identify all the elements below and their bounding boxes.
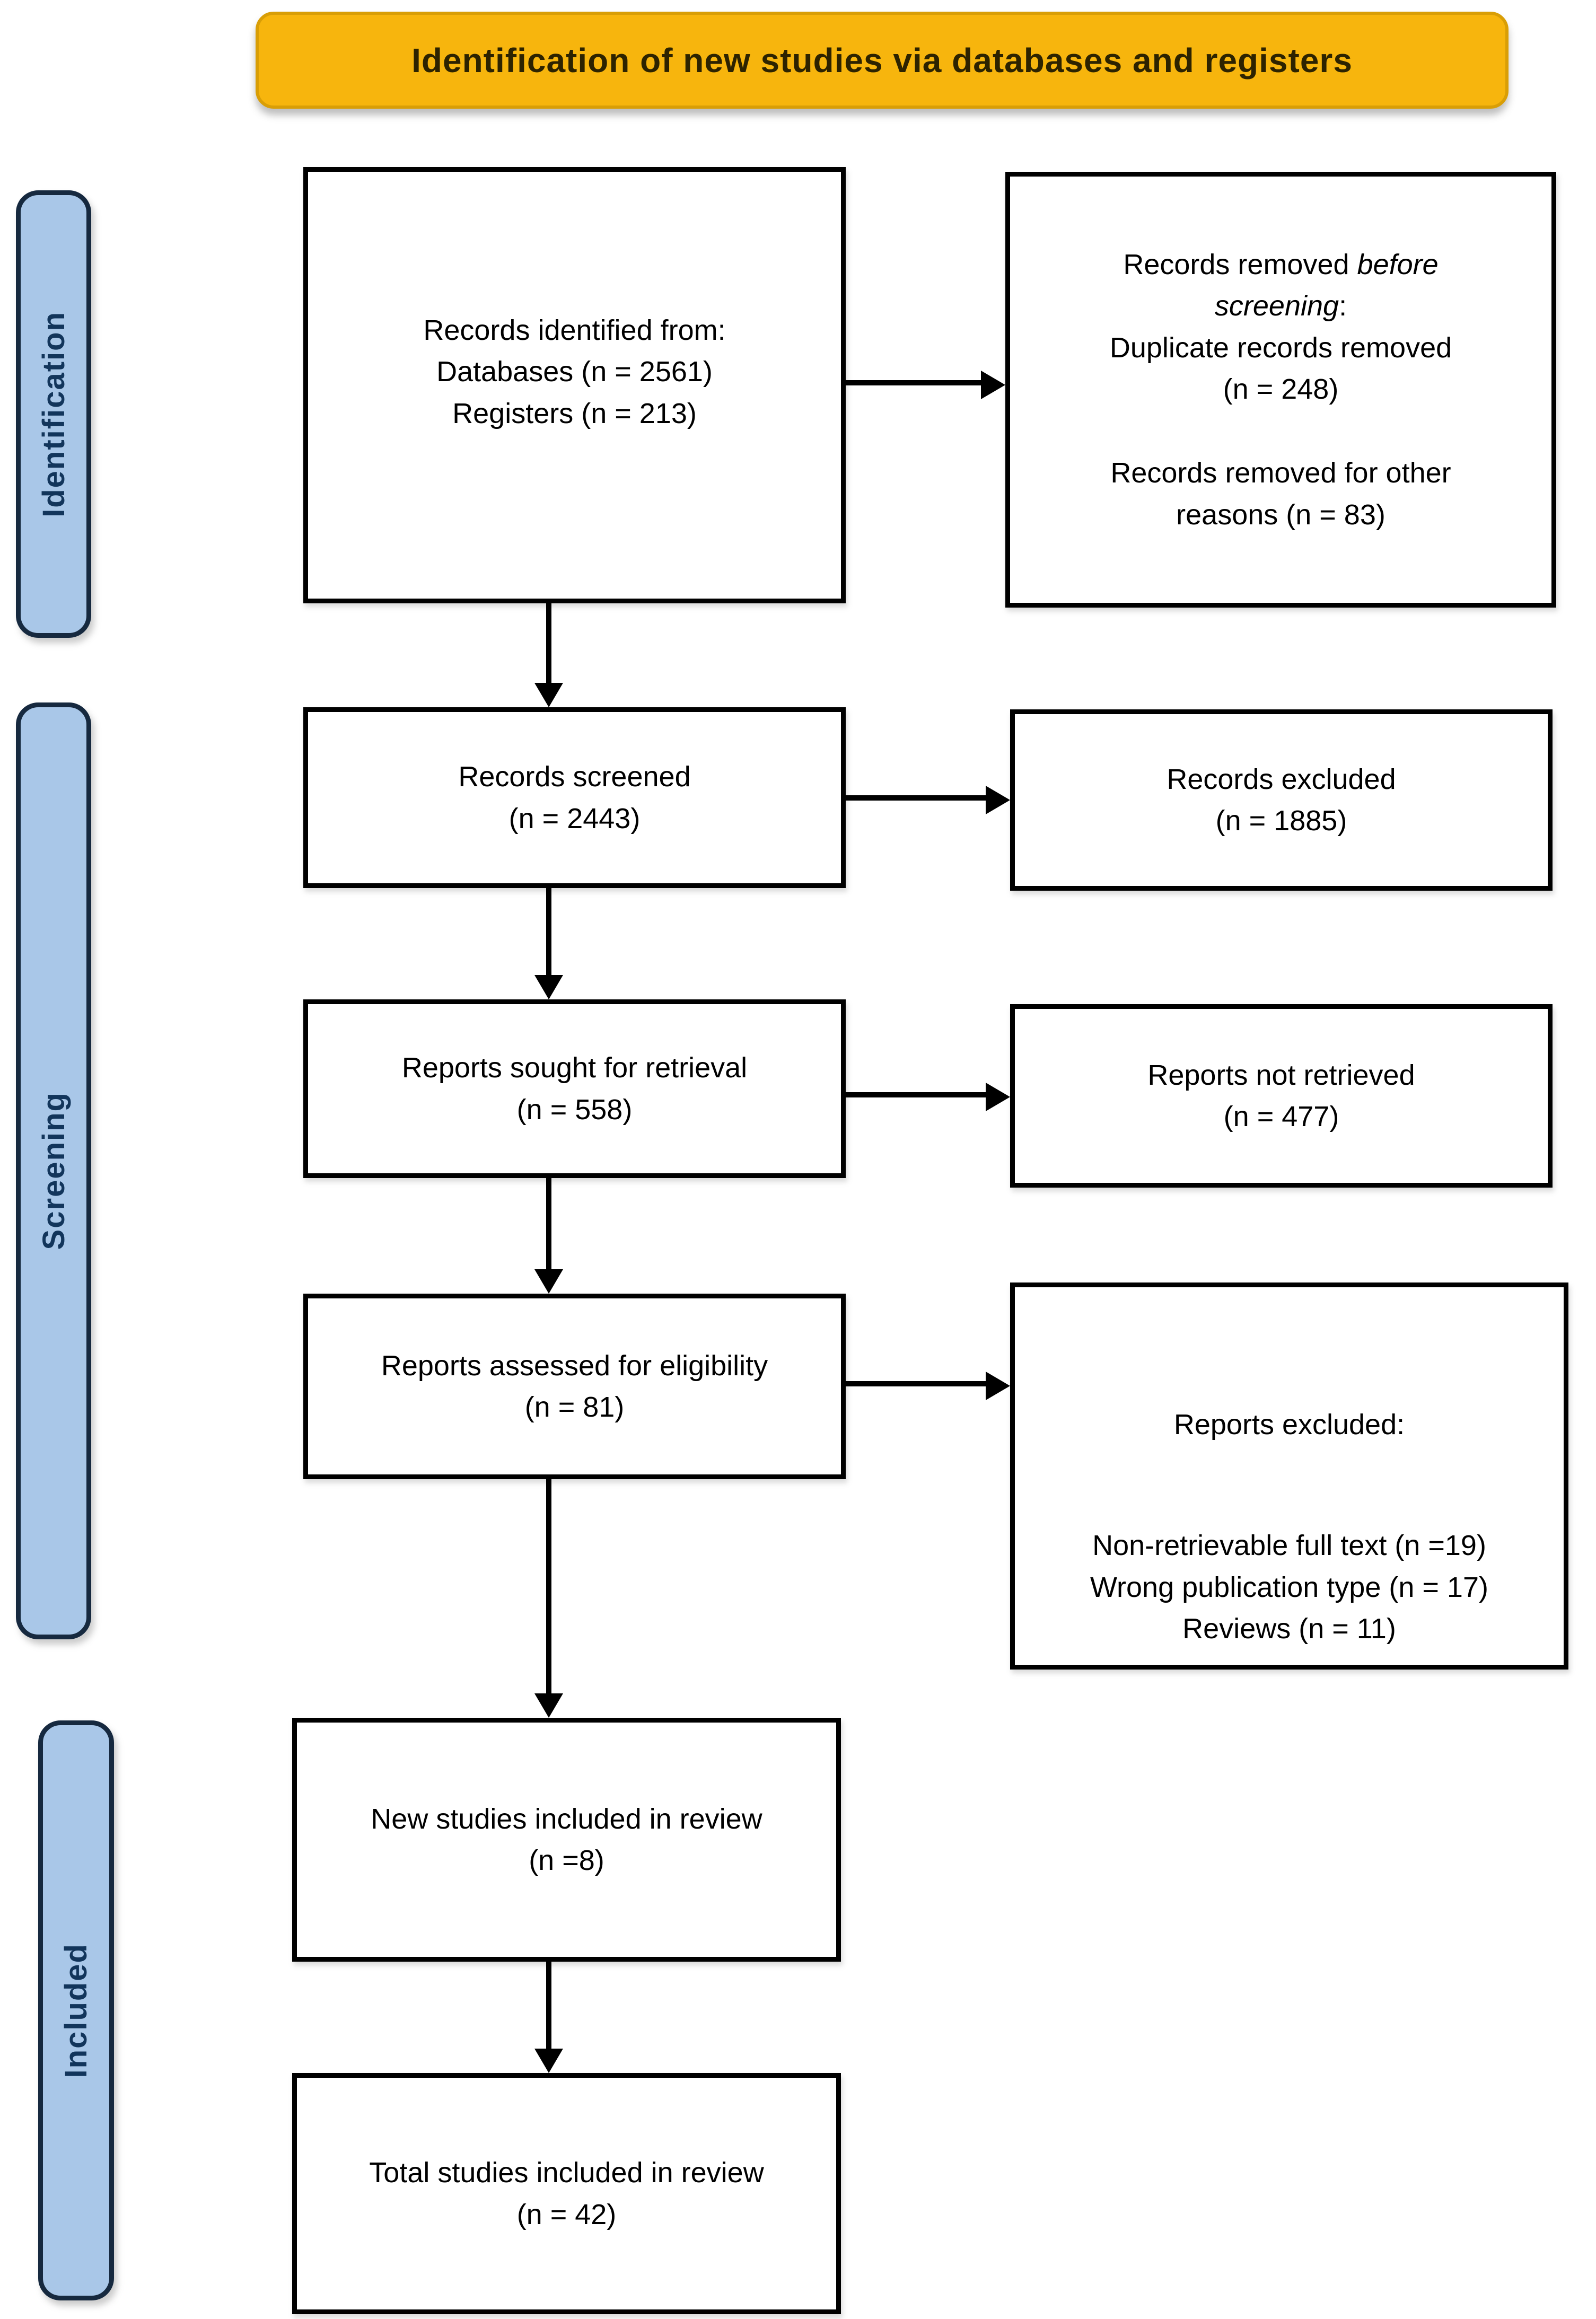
records-removed-line5: Records removed for other bbox=[1110, 457, 1451, 489]
arrow-down-3-head-icon bbox=[534, 1269, 563, 1294]
box-records-screened: Records screened (n = 2443) bbox=[303, 707, 846, 888]
stage-bar-screening: Screening bbox=[16, 702, 91, 1639]
records-removed-line2: screening: bbox=[1214, 290, 1347, 322]
reports-sought-line2: (n = 558) bbox=[516, 1093, 633, 1126]
records-removed-italic-before: before bbox=[1357, 249, 1439, 281]
new-studies-line1: New studies included in review bbox=[371, 1803, 762, 1835]
records-removed-line6: reasons (n = 83) bbox=[1176, 498, 1385, 531]
arrow-right-2-line bbox=[846, 795, 986, 801]
reports-sought-line1: Reports sought for retrieval bbox=[401, 1052, 748, 1084]
box-total-studies: Total studies included in review (n = 42… bbox=[292, 2073, 841, 2314]
records-removed-line1: Records removed before bbox=[1123, 249, 1439, 281]
total-studies-line1: Total studies included in review bbox=[369, 2157, 764, 2189]
box-records-excluded: Records excluded (n = 1885) bbox=[1010, 709, 1553, 891]
records-identified-line2: Databases (n = 2561) bbox=[436, 356, 713, 388]
arrow-right-3-head-icon bbox=[986, 1083, 1010, 1111]
arrow-right-4-head-icon bbox=[986, 1372, 1010, 1400]
reports-assessed-line1: Reports assessed for eligibility bbox=[381, 1349, 768, 1382]
arrow-down-2-head-icon bbox=[534, 975, 563, 999]
records-excluded-line1: Records excluded bbox=[1167, 763, 1396, 795]
records-removed-line3: Duplicate records removed bbox=[1109, 331, 1452, 364]
page-title: Identification of new studies via databa… bbox=[411, 41, 1353, 80]
arrow-down-3-line bbox=[546, 1178, 551, 1269]
box-reports-excluded: Reports excluded: Non-retrievable full t… bbox=[1010, 1283, 1568, 1670]
stage-bar-included: Included bbox=[38, 1720, 114, 2300]
box-new-studies: New studies included in review (n =8) bbox=[292, 1718, 841, 1962]
reports-not-retrieved-line2: (n = 477) bbox=[1223, 1101, 1339, 1132]
arrow-down-1-head-icon bbox=[534, 683, 563, 707]
records-removed-line4: (n = 248) bbox=[1223, 373, 1339, 405]
records-screened-line1: Records screened bbox=[458, 761, 691, 793]
reports-not-retrieved-line1: Reports not retrieved bbox=[1147, 1059, 1415, 1091]
records-identified-line1: Records identified from: bbox=[423, 314, 726, 346]
records-identified-line3: Registers (n = 213) bbox=[452, 397, 697, 429]
new-studies-line2: (n =8) bbox=[529, 1844, 604, 1876]
stage-label-included: Included bbox=[59, 1943, 93, 2078]
title-banner: Identification of new studies via databa… bbox=[256, 12, 1509, 109]
reports-excluded-line4: Reviews (n = 11) bbox=[1182, 1612, 1396, 1645]
records-screened-line2: (n = 2443) bbox=[508, 802, 641, 835]
stage-bar-identification: Identification bbox=[16, 190, 91, 638]
box-reports-not-retrieved: Reports not retrieved (n = 477) bbox=[1010, 1004, 1553, 1188]
arrow-down-1-line bbox=[546, 603, 551, 683]
arrow-down-5-line bbox=[546, 1962, 551, 2049]
stage-label-identification: Identification bbox=[36, 311, 71, 517]
arrow-right-4-line bbox=[846, 1381, 986, 1386]
reports-excluded-line3: Wrong publication type (n = 17) bbox=[1090, 1571, 1488, 1603]
records-removed-italic-screening: screening bbox=[1214, 290, 1339, 322]
arrow-down-2-line bbox=[546, 888, 551, 975]
box-reports-assessed: Reports assessed for eligibility (n = 81… bbox=[303, 1294, 846, 1479]
arrow-right-1-line bbox=[846, 380, 981, 385]
box-records-removed: Records removed before screening: Duplic… bbox=[1005, 172, 1556, 608]
total-studies-line2: (n = 42) bbox=[516, 2198, 617, 2230]
arrow-down-5-head-icon bbox=[534, 2049, 563, 2073]
arrow-down-4-head-icon bbox=[534, 1693, 563, 1718]
stage-label-screening: Screening bbox=[36, 1092, 71, 1250]
box-reports-sought: Reports sought for retrieval (n = 558) bbox=[303, 999, 846, 1178]
reports-excluded-line2: Non-retrievable full text (n =19) bbox=[1092, 1530, 1486, 1562]
box-records-identified: Records identified from: Databases (n = … bbox=[303, 167, 846, 603]
records-excluded-line2: (n = 1885) bbox=[1215, 805, 1347, 837]
arrow-right-1-head-icon bbox=[981, 371, 1005, 399]
arrow-right-2-head-icon bbox=[986, 786, 1010, 814]
arrow-down-4-line bbox=[546, 1479, 551, 1693]
reports-assessed-line2: (n = 81) bbox=[524, 1391, 625, 1423]
arrow-right-3-line bbox=[846, 1092, 986, 1097]
reports-excluded-line1: Reports excluded: bbox=[1173, 1409, 1405, 1440]
